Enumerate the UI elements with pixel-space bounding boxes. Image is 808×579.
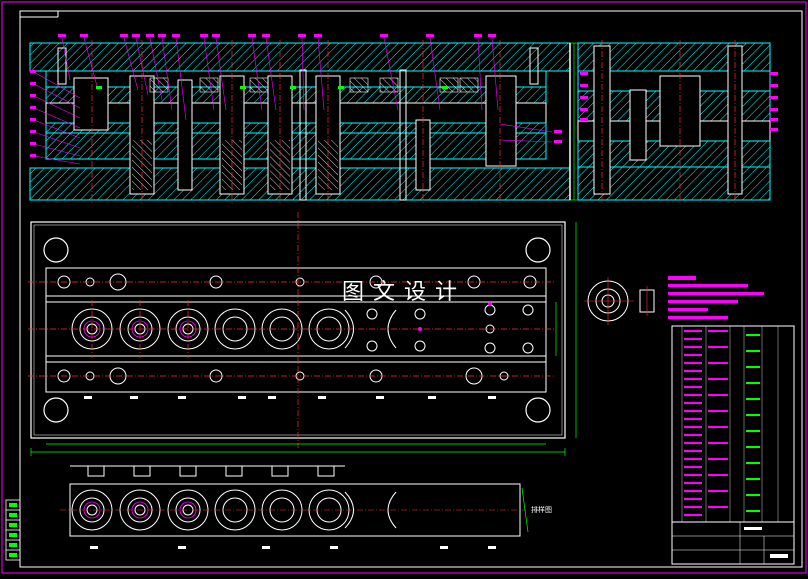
part-detail-view [584, 277, 655, 325]
strip-layout-caption: 排样图 [531, 506, 552, 514]
front-section-view [29, 34, 578, 205]
watermark-text: 图文设计 [342, 280, 467, 305]
die-plan-view [28, 212, 577, 456]
technical-notes [668, 276, 764, 319]
binding-tab [5, 499, 21, 561]
side-section-view [569, 40, 778, 205]
parts-list-table [671, 325, 795, 523]
strip-layout [60, 465, 529, 549]
title-block [671, 521, 795, 565]
